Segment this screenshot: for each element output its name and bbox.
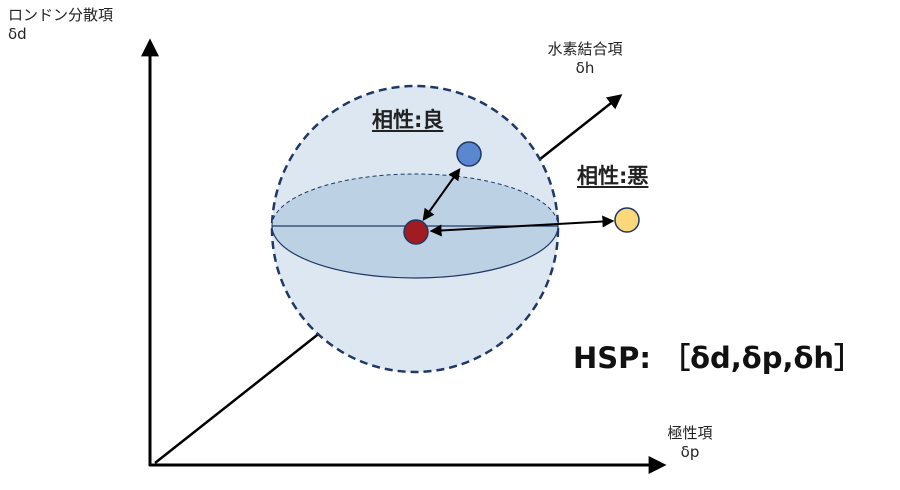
hsp-formula: HSP: ［δd,δp,δh］: [573, 341, 864, 375]
center-point: [403, 219, 429, 245]
distance-arrow-good: [422, 168, 461, 221]
dd-axis-symbol: δd: [8, 25, 27, 43]
sphere-equator-back: [271, 173, 559, 227]
bad-compat-label: 相性:悪: [577, 164, 649, 188]
dd-axis-label: ロンドン分散項 δd: [8, 6, 113, 44]
dp-axis-symbol: δp: [680, 443, 700, 461]
dh-axis-label: 水素結合項 δh: [540, 40, 630, 78]
dp-axis-label: 極性項 δp: [650, 424, 730, 462]
distance-arrow-bad: [429, 215, 615, 237]
bad-point: [614, 207, 640, 233]
dp-axis-name: 極性項: [667, 424, 713, 442]
dd-axis-name: ロンドン分散項: [8, 6, 114, 24]
dh-axis-symbol: δh: [575, 59, 595, 77]
dh-axis-name: 水素結合項: [547, 40, 623, 58]
good-compat-label: 相性:良: [372, 108, 444, 132]
sphere-equator-front: [271, 225, 559, 279]
good-point: [456, 141, 482, 167]
